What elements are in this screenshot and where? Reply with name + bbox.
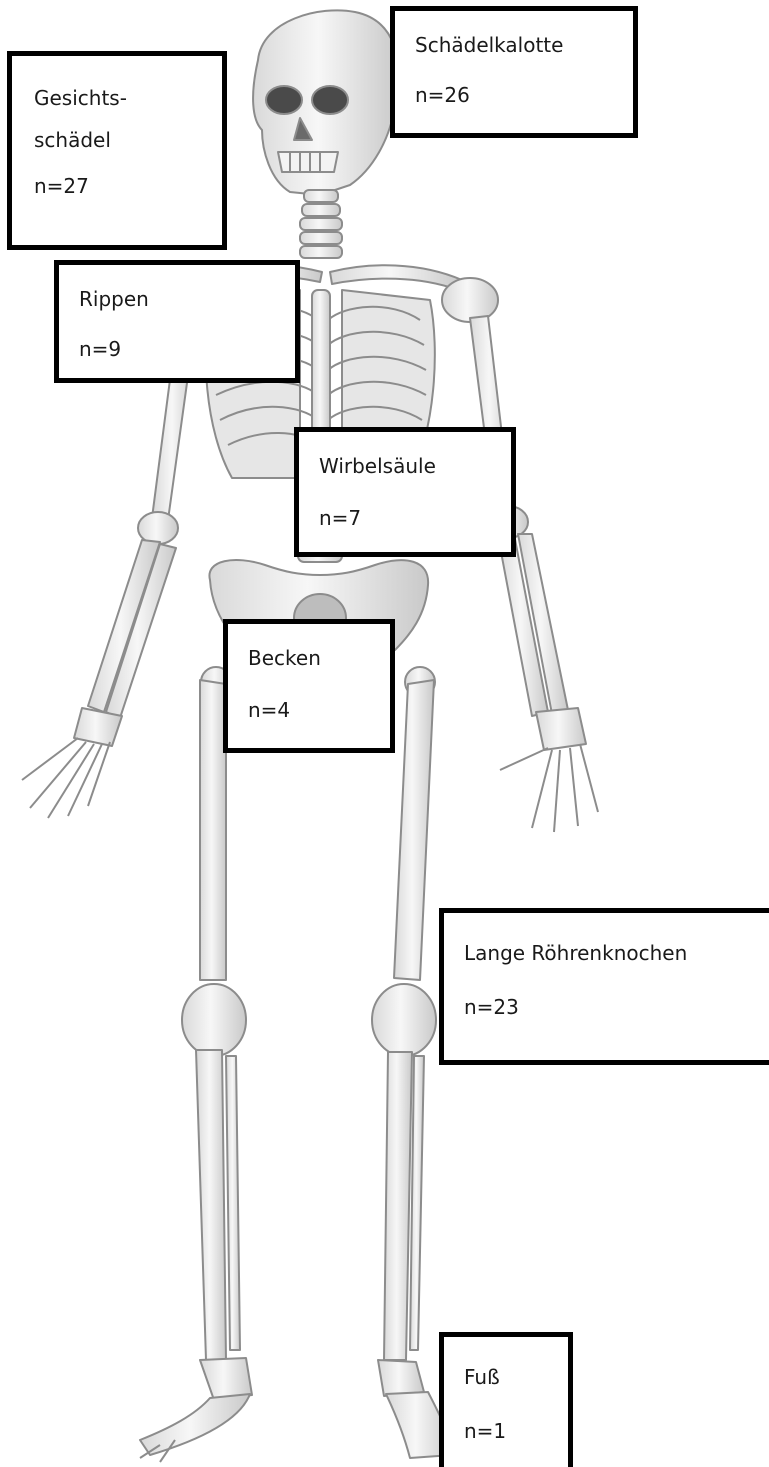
label-box-fuss: Fuß n=1	[439, 1332, 573, 1467]
label-box-lange-roehrenknochen: Lange Röhrenknochen n=23	[439, 908, 769, 1065]
cervical-spine-shape	[300, 190, 342, 258]
region-label-line1: Gesichts-	[34, 76, 208, 120]
count-label: n=27	[34, 174, 208, 198]
label-box-gesichtsschaedel: Gesichts- schädel n=27	[7, 51, 227, 250]
label-box-rippen: Rippen n=9	[54, 260, 300, 383]
foot-bones-shape	[140, 1358, 452, 1462]
count-label: n=26	[415, 83, 619, 107]
label-box-becken: Becken n=4	[223, 619, 395, 753]
region-label: Wirbelsäule	[319, 454, 497, 478]
skull-shape	[253, 10, 399, 195]
region-label: Lange Röhrenknochen	[464, 941, 755, 965]
region-label: Becken	[248, 646, 376, 670]
label-box-wirbelsaeule: Wirbelsäule n=7	[294, 427, 516, 557]
count-label: n=4	[248, 698, 376, 722]
count-label: n=1	[464, 1419, 554, 1443]
label-box-schaedelkalotte: Schädelkalotte n=26	[390, 6, 638, 138]
region-label: Schädelkalotte	[415, 33, 619, 57]
count-label: n=23	[464, 995, 755, 1019]
region-label: Fuß	[464, 1365, 554, 1389]
region-label-line2: schädel	[34, 118, 208, 162]
count-label: n=7	[319, 506, 497, 530]
region-label: Rippen	[79, 287, 281, 311]
leg-bones-shape	[182, 680, 436, 1360]
count-label: n=9	[79, 337, 281, 361]
